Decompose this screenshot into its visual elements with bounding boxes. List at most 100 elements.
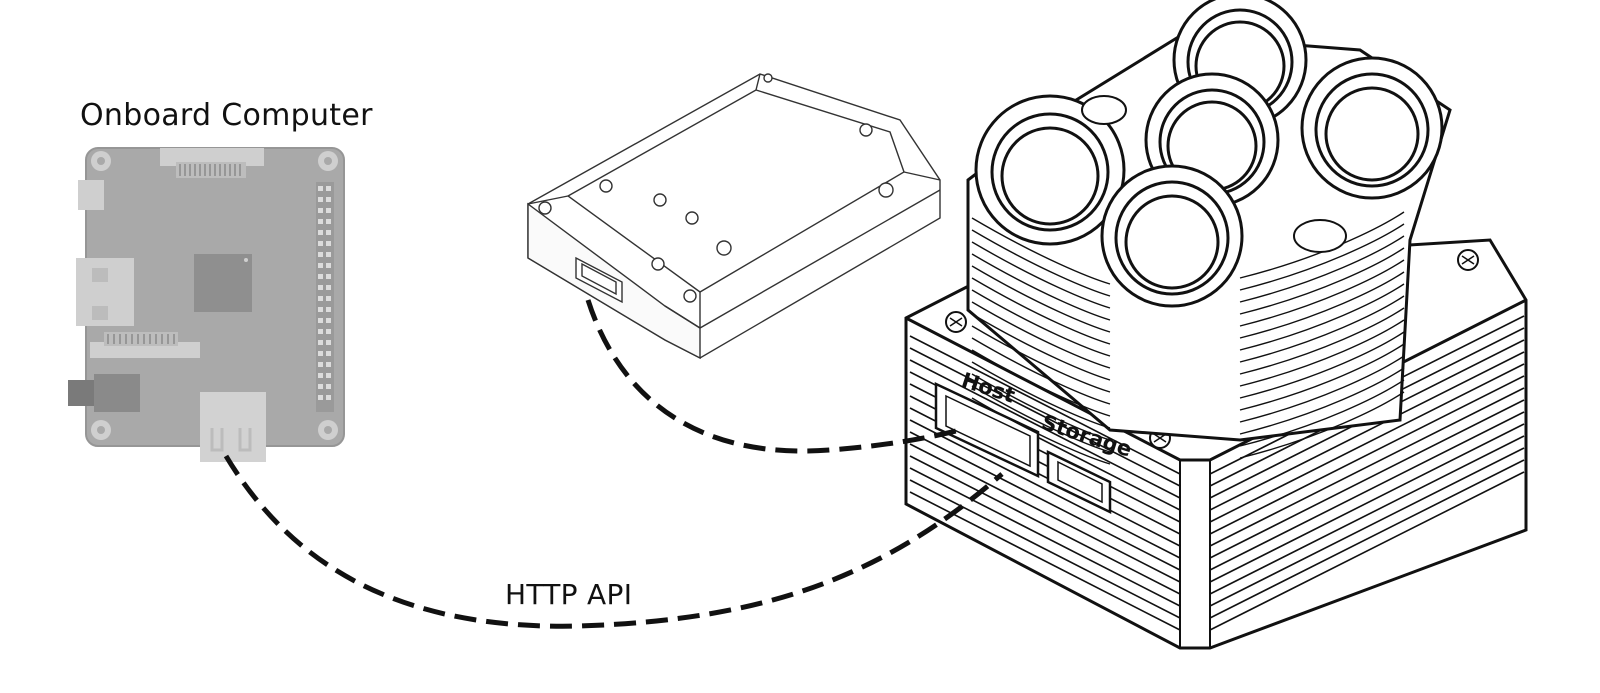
lens-3 xyxy=(1300,56,1444,200)
fin-line xyxy=(1209,387,1525,547)
fin-line xyxy=(1209,423,1525,583)
fin-line xyxy=(909,347,1181,487)
fin-line xyxy=(1239,307,1405,375)
fin-line xyxy=(971,361,1111,429)
gpio-pin xyxy=(326,307,331,312)
gpio-pin xyxy=(326,285,331,290)
gpio-pin xyxy=(318,362,323,367)
fin-line xyxy=(971,385,1111,453)
fin-line xyxy=(1239,355,1405,423)
fin-line xyxy=(1209,411,1525,571)
micro-usb-port xyxy=(78,180,104,210)
fin-line xyxy=(971,301,1111,369)
gpio-pin xyxy=(318,219,323,224)
fin-line xyxy=(1239,223,1405,291)
gpio-pin xyxy=(326,318,331,323)
fin-line xyxy=(1239,283,1405,351)
gpio-pin xyxy=(326,186,331,191)
fin-line xyxy=(971,217,1111,285)
fin-line xyxy=(1239,259,1405,327)
onboard-computer-label: Onboard Computer xyxy=(80,98,373,133)
onboard-computer-board xyxy=(68,147,345,462)
fin-line xyxy=(909,491,1181,631)
gpio-pin xyxy=(326,340,331,345)
ribbon-connector-top xyxy=(160,148,264,178)
storage-module xyxy=(527,73,941,360)
hdmi-port xyxy=(76,258,134,326)
fin-line xyxy=(971,265,1111,333)
fin-line xyxy=(1209,435,1525,595)
gpio-pin xyxy=(326,384,331,389)
fin-line xyxy=(1239,235,1405,303)
fin-line xyxy=(971,277,1111,345)
fin-line xyxy=(1239,247,1405,315)
fin-line xyxy=(971,229,1111,297)
ribbon-connector-bottom xyxy=(90,332,200,358)
fin-line xyxy=(1239,271,1405,339)
module-usb-port xyxy=(575,256,623,304)
gpio-pin xyxy=(318,230,323,235)
gpio-pin xyxy=(326,329,331,334)
fin-line xyxy=(1209,363,1525,523)
fin-line xyxy=(1239,379,1405,447)
fin-line xyxy=(909,419,1181,559)
gpio-pin xyxy=(326,296,331,301)
mounting-holes xyxy=(91,151,338,440)
fin-line xyxy=(971,289,1111,357)
fin-line xyxy=(1239,367,1405,435)
fin-line xyxy=(909,443,1181,583)
fin-line xyxy=(1209,471,1525,631)
gpio-pin xyxy=(318,285,323,290)
fin-line xyxy=(909,431,1181,571)
cpu-chip xyxy=(194,254,252,312)
fin-line xyxy=(1209,375,1525,535)
gpio-pin xyxy=(318,296,323,301)
fin-line xyxy=(1209,399,1525,559)
fin-line xyxy=(971,241,1111,309)
fin-line xyxy=(971,373,1111,441)
fin-line xyxy=(971,325,1111,393)
host-cable xyxy=(585,299,961,454)
gpio-pin xyxy=(318,384,323,389)
fin-line xyxy=(971,337,1111,405)
gpio-pin xyxy=(326,263,331,268)
gpio-pin xyxy=(326,230,331,235)
gpio-pin xyxy=(318,318,323,323)
http-api-cable xyxy=(223,454,1004,629)
gpio-pin xyxy=(318,241,323,246)
gpio-pin xyxy=(318,395,323,400)
body-fins xyxy=(909,315,1525,631)
fin-line xyxy=(971,397,1111,465)
lens-4 xyxy=(974,94,1126,246)
fin-line xyxy=(971,253,1111,321)
cables xyxy=(223,299,1004,629)
gpio-pin xyxy=(318,307,323,312)
gpio-pins xyxy=(318,186,331,400)
usb-a-port xyxy=(200,392,266,462)
fin-line xyxy=(1209,447,1525,607)
fin-line xyxy=(971,349,1111,417)
fin-line xyxy=(1239,391,1405,459)
camera-unit xyxy=(904,0,1528,650)
fin-line xyxy=(909,479,1181,619)
lens-stack-fins xyxy=(971,211,1405,465)
fin-line xyxy=(909,455,1181,595)
gpio-pin xyxy=(326,252,331,257)
gpio-pin xyxy=(318,263,323,268)
fin-line xyxy=(909,335,1181,475)
gpio-pin xyxy=(326,274,331,279)
gpio-pin xyxy=(326,362,331,367)
fin-line xyxy=(1209,351,1525,511)
fin-line xyxy=(1209,459,1525,619)
gpio-pin xyxy=(318,351,323,356)
audio-jack xyxy=(68,374,140,412)
fin-line xyxy=(1239,343,1405,411)
gpio-pin xyxy=(318,274,323,279)
fin-line xyxy=(909,359,1181,499)
fin-line xyxy=(909,467,1181,607)
fin-line xyxy=(971,313,1111,381)
gpio-pin xyxy=(326,241,331,246)
gpio-pin xyxy=(326,197,331,202)
gpio-pin xyxy=(318,340,323,345)
